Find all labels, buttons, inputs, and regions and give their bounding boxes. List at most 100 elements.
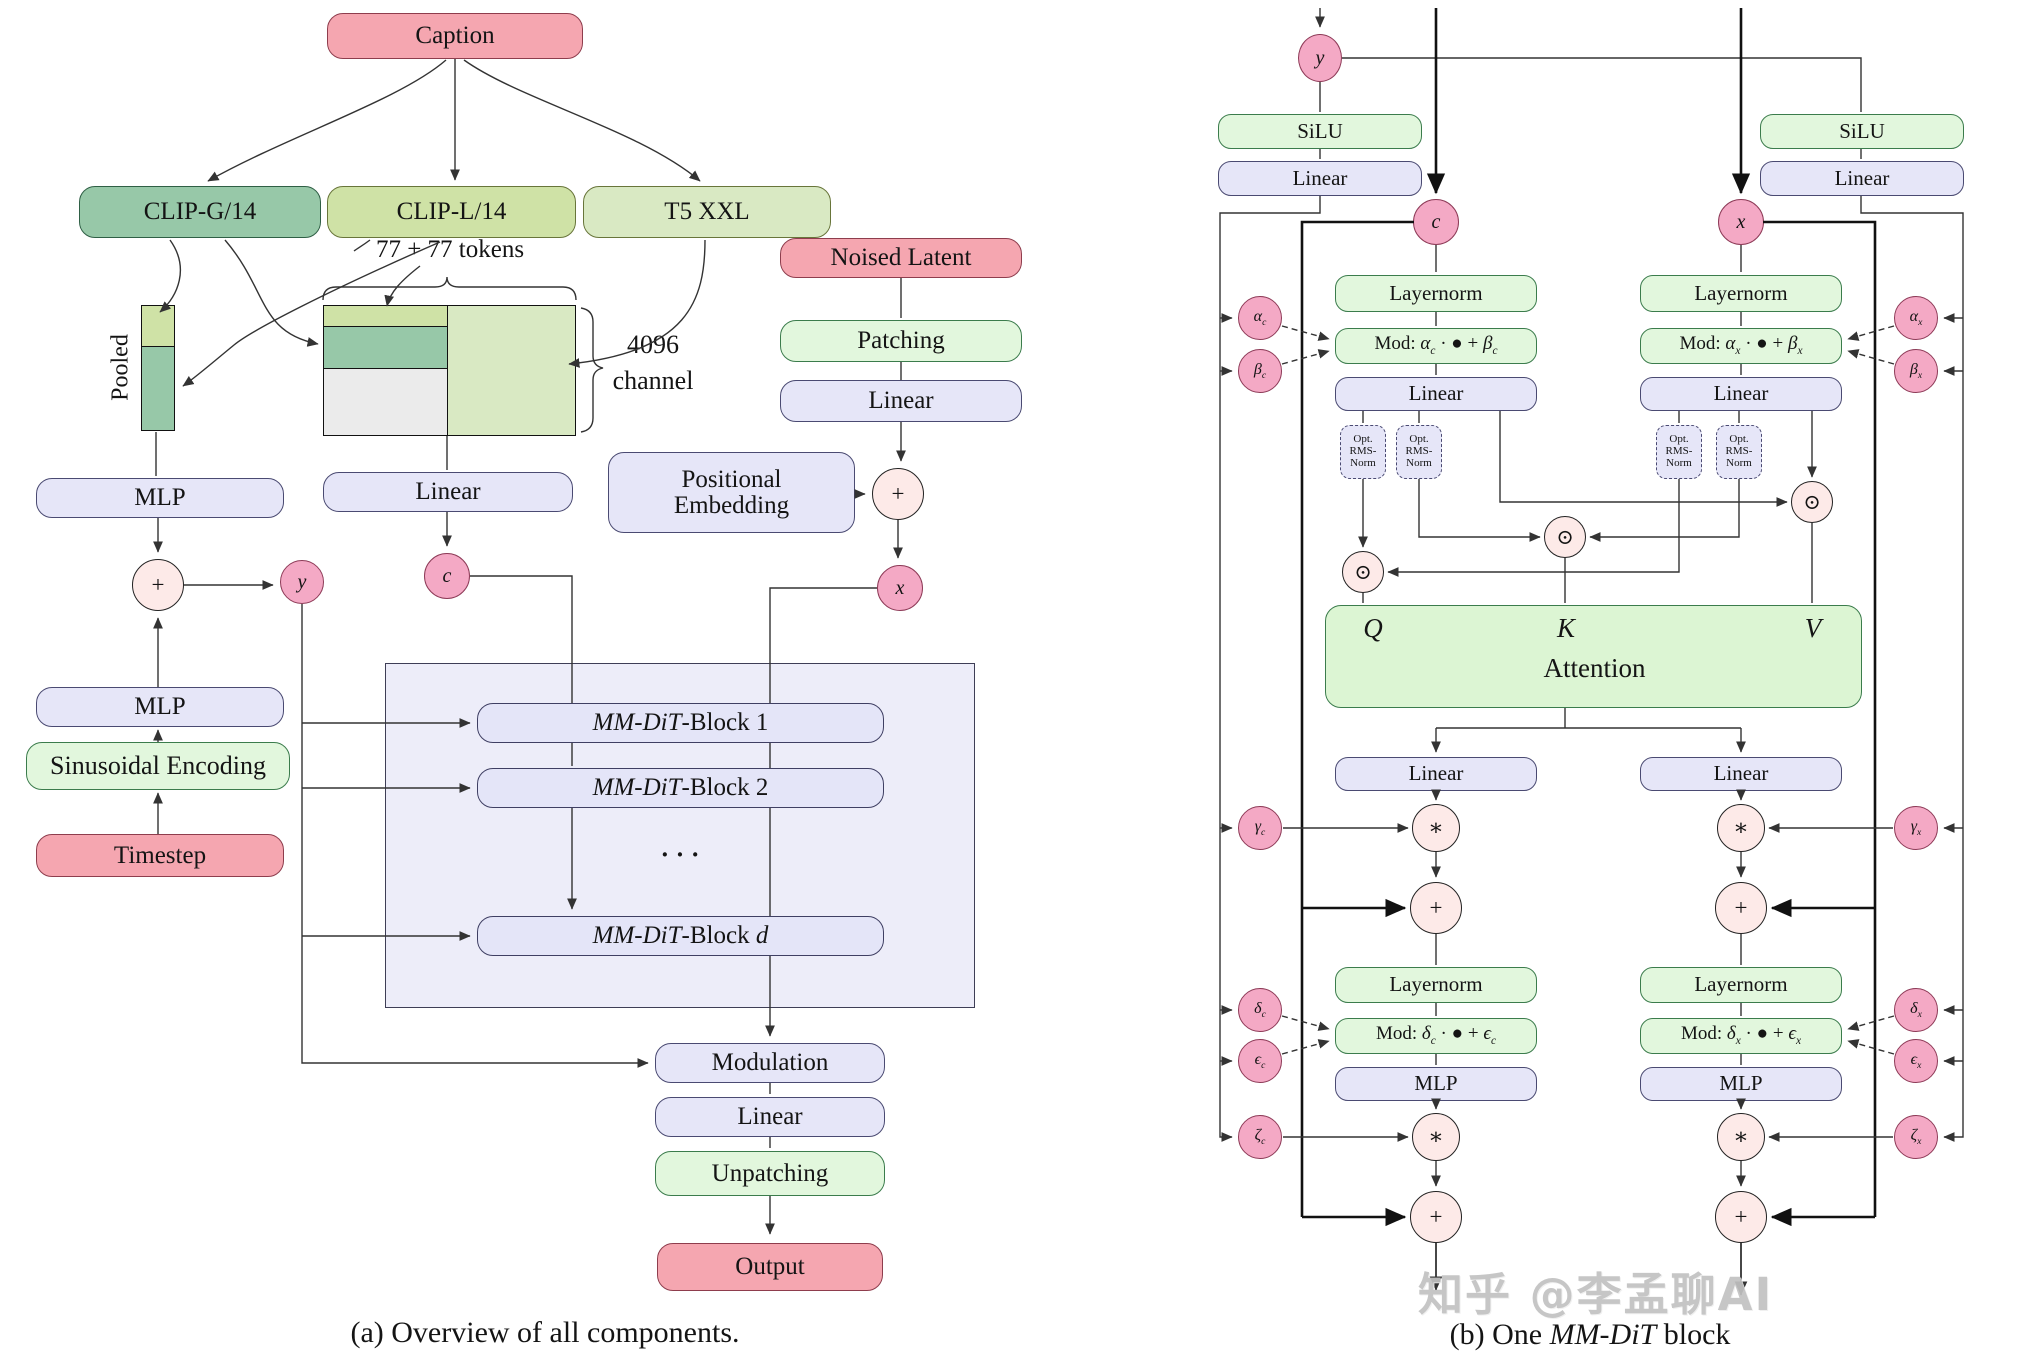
layernorm-c-label: Layernorm [1389, 280, 1483, 305]
layernorm-x2-label: Layernorm [1694, 972, 1788, 997]
output-linear-label: Linear [737, 1103, 803, 1130]
c-node-b: c [1413, 199, 1459, 245]
latent-add-label: + [891, 481, 905, 506]
mmdit-block-1-label: MM-DiT-Block 1 [592, 709, 769, 736]
scale-zeta-c-node: ∗ [1412, 1113, 1460, 1161]
scale-gamma-c-label: ∗ [1428, 815, 1444, 840]
scale-gamma-c-node: ∗ [1412, 804, 1460, 852]
zeta-x-node: ζx [1894, 1115, 1938, 1159]
rms-norm-qx-box: Opt.RMS-Norm [1656, 425, 1702, 479]
epsilon-c-label: ϵc [1254, 1050, 1266, 1072]
clip-g-label: CLIP-G/14 [143, 198, 257, 225]
epsilon-x-label: ϵx [1910, 1050, 1922, 1072]
rms-norm-qc-box: Opt.RMS-Norm [1340, 425, 1386, 479]
rms-norm-qx-label: Opt.RMS-Norm [1665, 433, 1693, 469]
k-concat-node: ⊙ [1544, 516, 1586, 558]
mod-alpha-beta-x-label: Mod: αx · ● + βx [1679, 333, 1803, 357]
modulation-label: Modulation [711, 1049, 829, 1076]
rms-norm-kc-label: Opt.RMS-Norm [1405, 433, 1433, 469]
watermark: 知乎 @李孟聊AI [1418, 1268, 1774, 1321]
mod-alpha-beta-c-box: Mod: αc · ● + βc [1335, 328, 1537, 364]
unpatching-label: Unpatching [711, 1159, 829, 1187]
scale-zeta-x-node: ∗ [1717, 1113, 1765, 1161]
delta-c-label: δc [1254, 999, 1266, 1021]
t5-encoder-box: T5 XXL [583, 186, 831, 238]
clip-l-label: CLIP-L/14 [396, 198, 507, 225]
alpha-c-node: αc [1238, 296, 1282, 340]
x-node-label: x [895, 576, 905, 599]
pooled-bar-clip-g-segment [141, 345, 175, 431]
linear-right-top-box: Linear [1760, 161, 1964, 196]
x-node: x [877, 565, 923, 611]
layernorm-c-box: Layernorm [1335, 275, 1537, 312]
linear-c-out-box: Linear [1335, 757, 1537, 791]
delta-x-node: δx [1894, 988, 1938, 1032]
linear-c-out-label: Linear [1408, 761, 1464, 786]
attention-label: Attention [1543, 653, 1646, 683]
mmdit-block-2-label: MM-DiT-Block 2 [592, 774, 769, 801]
residual-add-c2-label: + [1429, 1204, 1443, 1229]
zeta-x-label: ζx [1910, 1126, 1922, 1148]
silu-left-label: SiLU [1297, 118, 1343, 143]
layernorm-c2-label: Layernorm [1389, 972, 1483, 997]
matrix-clip-l-tokens-cell [323, 305, 448, 327]
mod-alpha-beta-c-label: Mod: αc · ● + βc [1374, 333, 1498, 357]
mlp-x-label: MLP [1719, 1071, 1763, 1096]
pooled-bar-clip-l-segment [141, 305, 175, 347]
scale-zeta-c-label: ∗ [1428, 1124, 1444, 1149]
scale-gamma-x-node: ∗ [1717, 804, 1765, 852]
pooled-label: Pooled [107, 334, 134, 401]
zeta-c-node: ζc [1238, 1115, 1282, 1159]
y-add-label: + [151, 572, 165, 597]
mod-alpha-beta-x-box: Mod: αx · ● + βx [1640, 328, 1842, 364]
attention-box: Q K V Attention [1325, 605, 1862, 708]
mmdit-block-d: MM-DiT-Block d [477, 916, 884, 956]
beta-c-node: βc [1238, 349, 1282, 393]
t5-label: T5 XXL [664, 198, 750, 225]
residual-add-c-label: + [1429, 895, 1443, 920]
output-linear-box: Linear [655, 1097, 885, 1137]
v-concat-node: ⊙ [1791, 481, 1833, 523]
patching-box: Patching [780, 320, 1022, 362]
alpha-c-label: αc [1253, 307, 1267, 329]
c-node: c [424, 553, 470, 599]
q-label: Q [1363, 613, 1383, 643]
mod-delta-eps-x-label: Mod: δx · ● + ϵx [1680, 1023, 1802, 1047]
x-node-b-label: x [1736, 210, 1746, 233]
linear-right-top-label: Linear [1834, 165, 1890, 190]
mlp-x-box: MLP [1640, 1067, 1842, 1101]
unpatching-box: Unpatching [655, 1151, 885, 1196]
rms-norm-qc-label: Opt.RMS-Norm [1349, 433, 1377, 469]
panel-b-caption: (b) One MM-DiT block [1449, 1318, 1731, 1351]
timestep-label: Timestep [113, 841, 207, 869]
linear-c-qkv-label: Linear [1408, 381, 1464, 406]
gamma-x-label: γx [1910, 817, 1922, 839]
sinusoidal-label: Sinusoidal Encoding [50, 751, 266, 781]
silu-left-box: SiLU [1218, 114, 1422, 149]
mmdit-block-2: MM-DiT-Block 2 [477, 768, 884, 808]
tokens-count-label: 77 + 77 tokens [375, 236, 525, 263]
timestep-box: Timestep [36, 834, 284, 877]
c-node-b-label: c [1431, 210, 1441, 233]
linear-x-qkv-box: Linear [1640, 377, 1842, 411]
noised-latent-label: Noised Latent [830, 244, 972, 271]
k-concat-label: ⊙ [1556, 524, 1574, 549]
latent-add-node: + [872, 468, 924, 520]
mmdit-ellipsis: · · · [660, 840, 700, 869]
gamma-x-node: γx [1894, 806, 1938, 850]
residual-add-x-label: + [1734, 895, 1748, 920]
caption-box-label: Caption [415, 22, 495, 49]
linear-x-qkv-label: Linear [1713, 381, 1769, 406]
mod-delta-eps-x-box: Mod: δx · ● + ϵx [1640, 1018, 1842, 1054]
latent-linear-label: Linear [868, 387, 934, 414]
mmdit-block-d-label: MM-DiT-Block d [592, 922, 769, 949]
pooled-mlp-box: MLP [36, 478, 284, 518]
layernorm-x2-box: Layernorm [1640, 967, 1842, 1003]
x-node-b: x [1718, 199, 1764, 245]
delta-c-node: δc [1238, 988, 1282, 1032]
noised-latent-box: Noised Latent [780, 238, 1022, 278]
scale-zeta-x-label: ∗ [1733, 1124, 1749, 1149]
zeta-c-label: ζc [1254, 1126, 1266, 1148]
y-node: y [280, 560, 324, 604]
